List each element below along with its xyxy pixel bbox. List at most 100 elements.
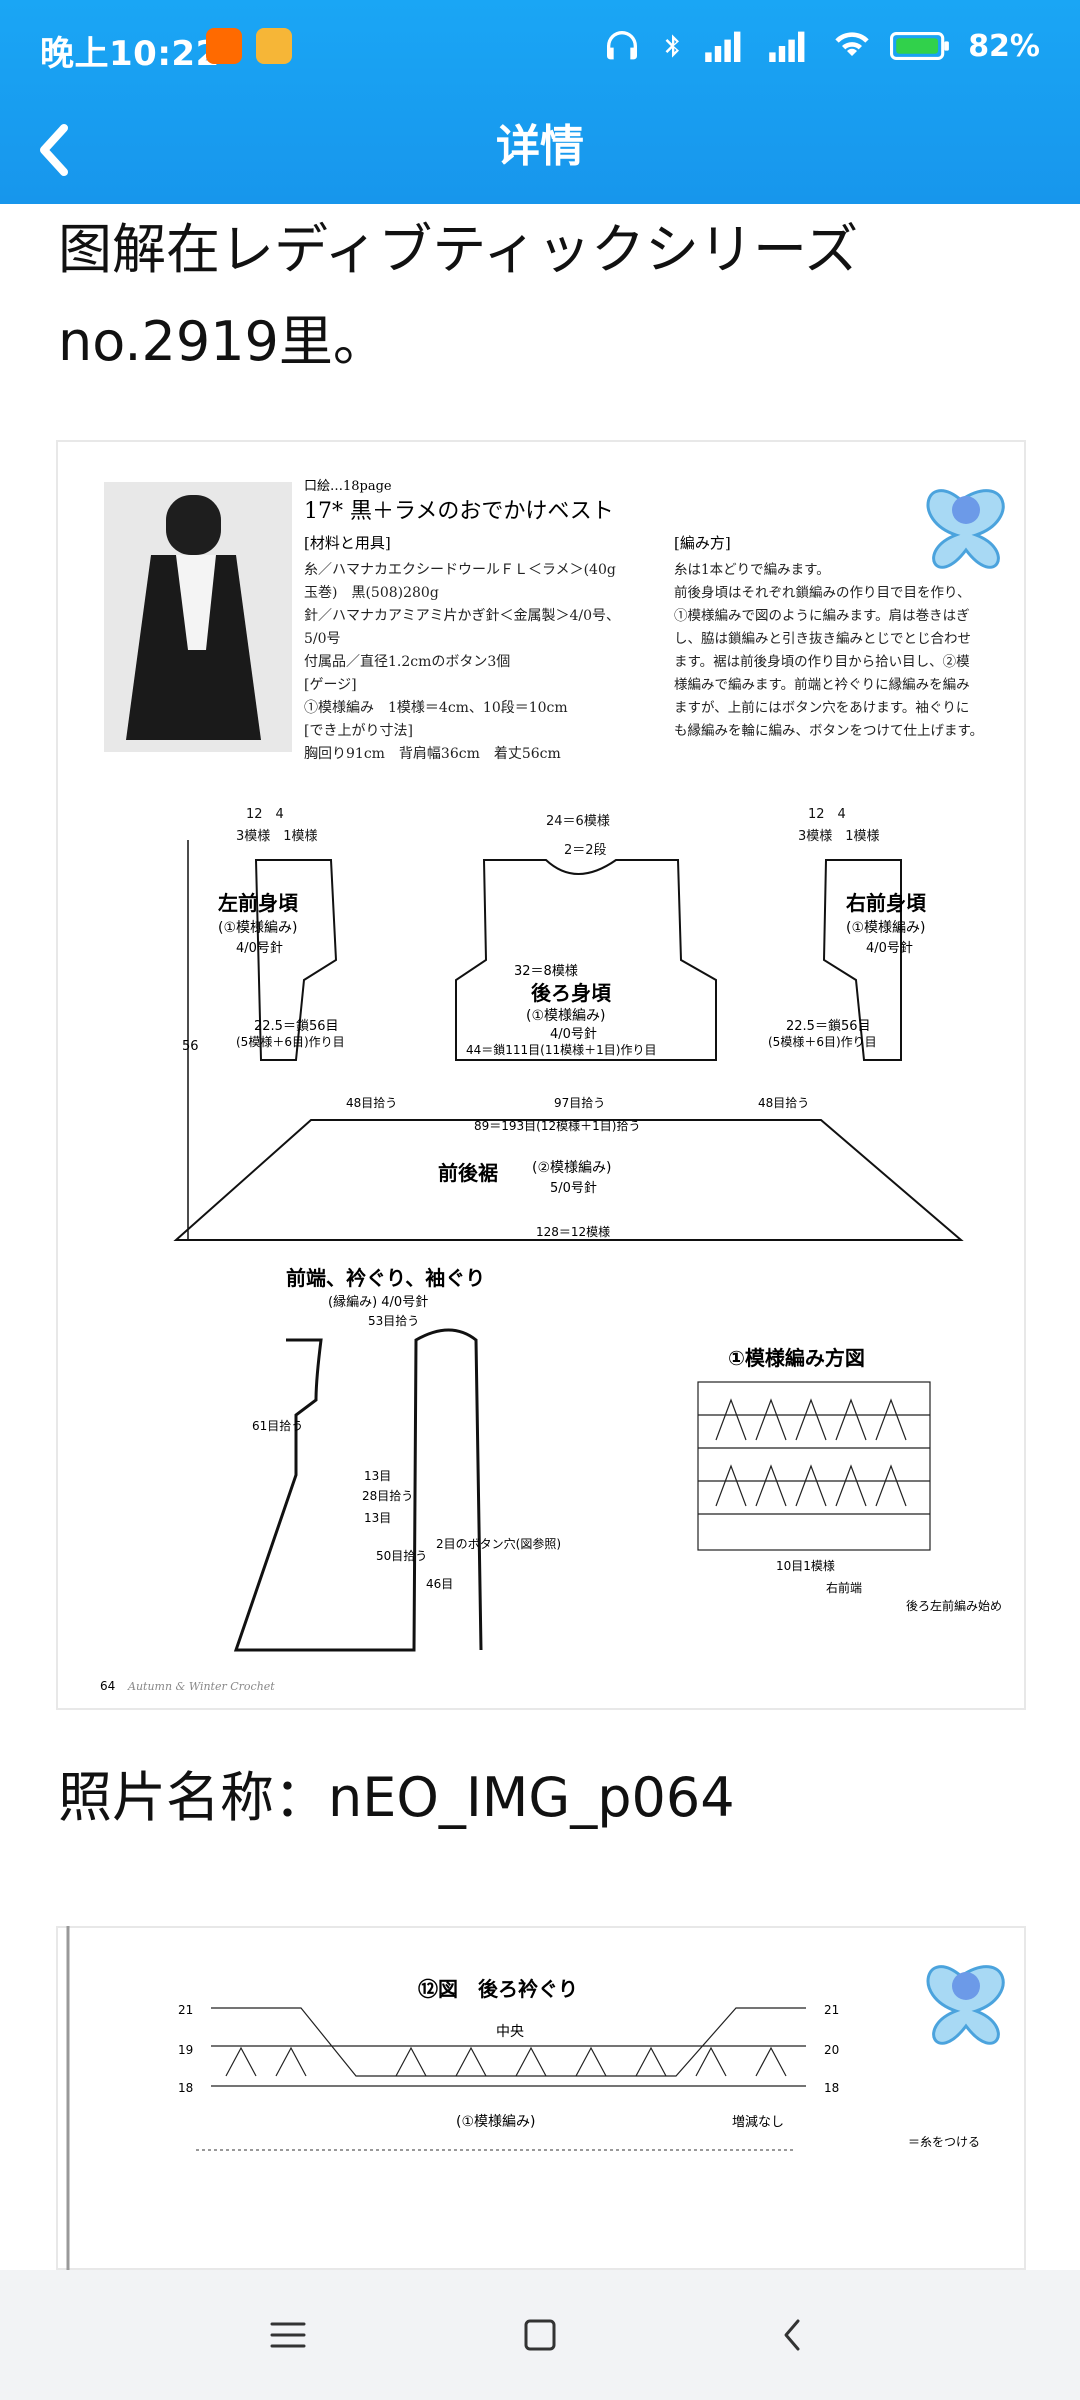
- materials-line: 付属品／直径1.2cmのボタン3個: [304, 653, 510, 670]
- dim-label: 2＝2段: [564, 843, 607, 858]
- method-line: 糸は1本どりで編みます。: [674, 562, 830, 578]
- neckline-diagram: ⑫図 後ろ衿ぐり 中央 21 19 18 21 20 18 (①模様編み) 増減…: [66, 1926, 1005, 2270]
- dim-label: 12 4: [246, 807, 284, 822]
- legend-label: ＝糸をつける: [908, 2135, 980, 2149]
- front-bottom-label: (5模様＋6目)作り目: [236, 1035, 345, 1049]
- pattern-chart: [697, 1381, 931, 1551]
- dim-label: 12 4: [808, 807, 846, 822]
- chart-start: 後ろ左前編み始め: [906, 1598, 1002, 1613]
- pattern-image[interactable]: 口絵…18page 17* 黒＋ラメのおでかけベスト [材料と用具] 糸／ハマナ…: [56, 440, 1026, 1710]
- method-line: ます。裾は前後身頃の作り目から拾い目し、②模: [674, 653, 970, 670]
- right-front-label: 右前身頃: [846, 891, 927, 915]
- chevron-left-icon: [784, 2319, 800, 2351]
- top-bar: 晚上10:22 82% 详情: [0, 0, 1080, 204]
- recent-apps-button[interactable]: [248, 2300, 328, 2370]
- row-label: 20: [824, 2043, 839, 2057]
- menu-icon: [270, 2322, 306, 2348]
- method-line: ますが、上前にはボタン穴をあけます。袖ぐりに: [674, 699, 969, 716]
- wifi-icon: [835, 32, 869, 56]
- hem-pick-label: 48目拾う: [346, 1095, 397, 1110]
- dim-label: 24＝6模様: [546, 814, 610, 829]
- hem-pick-label: 97目拾う: [554, 1095, 605, 1110]
- dim-label: 3模様 1模様: [236, 829, 318, 844]
- row-label: 21: [824, 2003, 839, 2017]
- page-label: 口絵…18page: [304, 479, 392, 494]
- status-icons: 82%: [602, 24, 1040, 68]
- pattern-diagram: 口絵…18page 17* 黒＋ラメのおでかけベスト [材料と用具] 糸／ハマナ…: [100, 479, 1005, 1693]
- status-time: 晚上10:22: [40, 34, 220, 74]
- method-title: [編み方]: [674, 534, 731, 552]
- right-front-shape: [822, 859, 902, 1061]
- dim-label: 3模様 1模様: [798, 829, 880, 844]
- front-bottom-label: 22.5＝鎖56目: [254, 1018, 339, 1034]
- pattern1-label: (①模様編み): [526, 1008, 605, 1024]
- back-body-shape: [455, 859, 717, 1061]
- neckline-title: ⑫図 後ろ衿ぐり: [418, 1977, 578, 2001]
- home-square-icon: [524, 2319, 556, 2351]
- hem-bottom-label: 128＝12模様: [536, 1225, 610, 1239]
- hem-shape: [173, 1119, 964, 1241]
- home-button[interactable]: [500, 2300, 580, 2370]
- page-title: 详情: [496, 121, 584, 172]
- edging-title: 前端、衿ぐり、袖ぐり: [286, 1266, 485, 1290]
- battery-percent: 82%: [968, 28, 1040, 64]
- pattern2-label: (②模様編み): [532, 1160, 611, 1176]
- bluetooth-icon: [665, 34, 680, 58]
- pattern1-label: (①模様編み): [218, 920, 297, 936]
- neckline-stitches: [211, 2007, 806, 2087]
- method-line: 様編みで編みます。前端と衿ぐりに縁編みを編み: [674, 676, 970, 693]
- materials-line: 玉巻) 黒(508)280g: [304, 585, 439, 601]
- hem-pick-label: 48目拾う: [758, 1095, 809, 1110]
- method-line: ①模様編みで図のように編みます。肩は巻きはぎ: [674, 608, 970, 624]
- hem-total-label: 89＝193目(12模様＋1目)拾う: [474, 1118, 640, 1133]
- system-nav-bar: [0, 2270, 1080, 2400]
- edge-label: 28目拾う: [362, 1488, 413, 1503]
- edging-sub: (縁編み) 4/0号針: [328, 1294, 428, 1310]
- status-bar: 晚上10:22 82%: [0, 0, 1080, 96]
- front-bottom-label: 22.5＝鎖56目: [786, 1018, 871, 1034]
- edge-label: 46目: [426, 1577, 453, 1591]
- needle-label: 5/0号針: [550, 1181, 597, 1196]
- materials-line: [でき上がり寸法]: [304, 723, 413, 739]
- bow-logo-icon: [926, 1965, 1005, 2045]
- materials-line: [ゲージ]: [304, 677, 357, 693]
- materials-line: 糸／ハマナカエクシードウールＦＬ＜ラメ＞(40g: [304, 562, 616, 578]
- paragraph-text: 图解在レディブティックシリーズno.2919里。: [58, 218, 859, 373]
- left-front-shape: [254, 859, 338, 1061]
- hem-label: 前後裾: [438, 1161, 498, 1185]
- no-change-label: 増減なし: [732, 2114, 784, 2130]
- detail-content[interactable]: 图解在レディブティックシリーズno.2919里。 口絵…18page 17* 黒…: [0, 204, 1080, 2270]
- bow-logo-icon: [926, 489, 1005, 569]
- chart-repeat: 10目1模様: [776, 1559, 835, 1573]
- back-bottom-label: 44＝鎖111目(11模様＋1目)作り目: [466, 1042, 656, 1057]
- row-label: 18: [178, 2081, 193, 2095]
- center-label: 中央: [496, 2024, 524, 2040]
- edge-label: 13目: [364, 1511, 391, 1525]
- system-back-button[interactable]: [752, 2300, 832, 2370]
- page-footer: Autumn & Winter Crochet: [127, 1680, 275, 1693]
- materials-line: 胸回り91cm 背肩幅36cm 着丈56cm: [304, 746, 561, 762]
- needle-label: 4/0号針: [236, 941, 283, 956]
- pattern-label: (①模様編み): [456, 2114, 535, 2130]
- row-label: 19: [178, 2043, 193, 2057]
- method-line: も縁編みを輪に編み、ボタンをつけて仕上げます。: [674, 722, 983, 739]
- method-line: し、脇は鎖編みと引き抜き編みとじでとじ合わせ: [674, 631, 971, 647]
- neckline-image[interactable]: ⑫図 後ろ衿ぐり 中央 21 19 18 21 20 18 (①模様編み) 増減…: [56, 1926, 1026, 2270]
- back-button[interactable]: [18, 114, 90, 186]
- materials-line: ①模様編み 1模様＝4cm、10段＝10cm: [304, 700, 568, 716]
- page-number: 64: [100, 1679, 115, 1693]
- needle-label: 4/0号針: [866, 941, 913, 956]
- taobao-badge: [206, 28, 242, 64]
- row-label: 18: [824, 2081, 839, 2095]
- pattern-heading: 17* 黒＋ラメのおでかけベスト: [304, 499, 614, 524]
- edge-label: 13目: [364, 1469, 391, 1483]
- edging-shape: [233, 1328, 483, 1652]
- pattern-chart-title: ①模様編み方図: [728, 1346, 865, 1370]
- method-line: 前後身頃はそれぞれ鎖編みの作り目で目を作り、: [674, 584, 970, 601]
- left-front-label: 左前身頃: [218, 891, 299, 915]
- row-label: 21: [178, 2003, 193, 2017]
- edge-label: 61目拾う: [252, 1418, 303, 1433]
- notes-badge: [256, 28, 292, 64]
- materials-title: [材料と用具]: [304, 534, 391, 552]
- materials-line: 5/0号: [304, 631, 341, 647]
